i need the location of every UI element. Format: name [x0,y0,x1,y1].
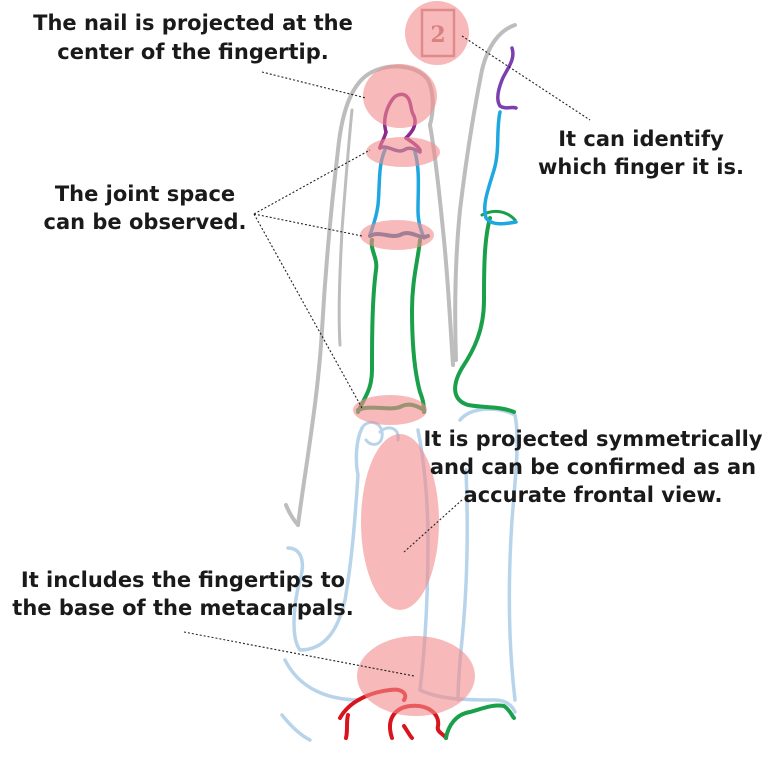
annotation-symmetric-line2: and can be confirmed as an [430,455,756,479]
highlight-metacarpal [361,434,439,610]
annotation-symmetric-line1: It is projected symmetrically [424,427,763,451]
badge-number: 2 [430,22,445,48]
finger-number-badge: 2 [405,1,469,65]
highlight-metacarpal-base [357,636,475,716]
leader-nail [261,71,367,99]
leader-range [183,631,415,677]
leader-joint-mcp [253,213,363,409]
wrist-outline-left [280,658,362,742]
annotation-nail-line2: center of the fingertip. [57,40,328,64]
neighbor-finger-outline [453,23,517,362]
neighbor-middle-phalanx [482,110,518,226]
annotation-joint-line1: The joint space [55,182,235,206]
highlight-mcp-joint [353,395,427,425]
highlight-dip-joint [366,137,440,167]
leader-lines [183,35,591,677]
leader-identify [461,35,591,121]
annotation-joint-line2: can be observed. [44,210,247,234]
annotation-joint: The joint space can be observed. [44,182,247,234]
proximal-phalanx-right [410,238,426,414]
annotation-symmetric: It is projected symmetrically and can be… [424,427,763,507]
annotation-nail-line1: The nail is projected at the [33,11,353,35]
leader-joint-dip [253,149,371,215]
metacarpal-left [286,426,364,652]
annotation-identify: It can identify which finger it is. [538,127,744,179]
leader-symmetric [403,499,463,553]
annotation-nail: The nail is projected at the center of t… [33,11,353,64]
highlight-pip-joint [360,220,434,250]
annotation-identify-line1: It can identify [558,127,724,151]
finger-outline-base [284,503,300,527]
badge-frame [420,8,456,58]
highlights [353,64,475,716]
annotation-symmetric-line3: accurate frontal view. [464,483,723,507]
annotation-identify-line2: which finger it is. [538,155,744,179]
neighbor-carpal-green [444,703,516,740]
finger-outline-left-inner [337,108,354,347]
annotation-range: It includes the fingertips to the base o… [12,568,353,620]
finger-outline-right [428,123,455,367]
annotation-range-line2: the base of the metacarpals. [12,596,353,620]
finger-outline-left [296,70,374,527]
leader-joint-pip [253,213,363,237]
neighbor-distal-phalanx [496,46,518,110]
highlight-nail [363,64,437,128]
proximal-phalanx-left [356,238,379,414]
neighbor-proximal-phalanx [453,216,516,414]
annotation-range-line1: It includes the fingertips to [21,568,345,592]
